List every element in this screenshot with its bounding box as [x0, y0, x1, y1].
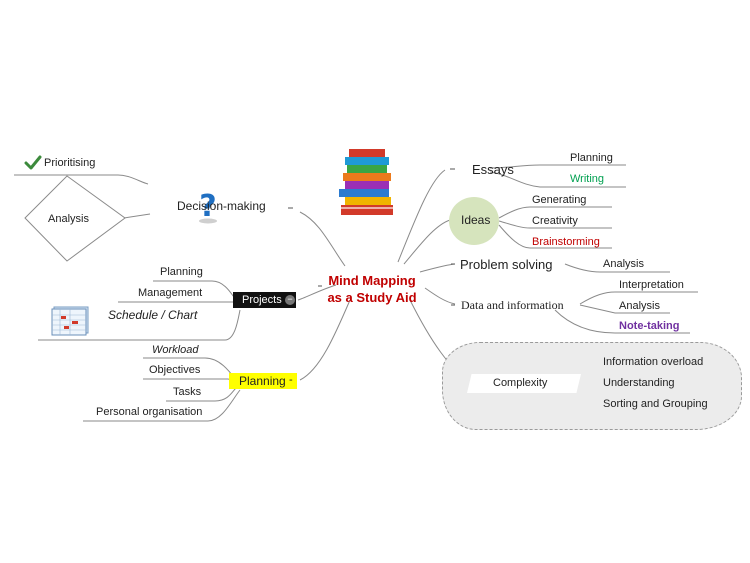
topic-planning[interactable]: Planning [229, 373, 297, 389]
subtopic-prioritising[interactable]: Prioritising [44, 157, 96, 169]
subtopic-writing[interactable]: Writing [570, 173, 605, 185]
subtopic-problem-analysis[interactable]: Analysis [603, 258, 644, 270]
subtopic-projects-management[interactable]: Management [138, 287, 203, 299]
subtopic-interpretation[interactable]: Interpretation [619, 279, 684, 291]
subtopic-essays-planning[interactable]: Planning [570, 152, 613, 164]
central-topic[interactable]: Mind Mapping as a Study Aid [316, 272, 428, 306]
subtopic-brainstorming[interactable]: Brainstorming [532, 236, 600, 248]
topic-complexity[interactable]: Complexity [493, 377, 548, 389]
svg-text:?: ? [199, 190, 216, 224]
subtopic-note-taking[interactable]: Note-taking [619, 320, 680, 332]
subtopic-understanding[interactable]: Understanding [603, 377, 675, 389]
spreadsheet-icon [51, 306, 89, 336]
topic-decision-making[interactable]: Decision-making [177, 199, 266, 213]
checkmark-icon [24, 155, 42, 170]
subtopic-analysis[interactable]: Analysis [48, 213, 89, 225]
topic-problem-solving[interactable]: Problem solving [460, 257, 553, 272]
topic-essays[interactable]: Essays [472, 162, 514, 177]
collapse-toggle-projects[interactable]: − [285, 295, 295, 305]
subtopic-sorting-and-grouping[interactable]: Sorting and Grouping [603, 398, 708, 410]
subtopic-workload[interactable]: Workload [152, 344, 199, 356]
subtopic-information-overload[interactable]: Information overload [603, 356, 704, 368]
subtopic-objectives[interactable]: Objectives [149, 364, 201, 376]
topic-projects[interactable]: Projects [233, 292, 296, 308]
ideas-bubble [449, 197, 499, 245]
topic-planning-label: Planning [239, 374, 286, 388]
question-mark-icon: ? [199, 190, 217, 224]
subtopic-data-analysis[interactable]: Analysis [619, 300, 660, 312]
subtopic-creativity[interactable]: Creativity [532, 215, 578, 227]
topic-ideas[interactable]: Ideas [461, 213, 491, 227]
subtopic-schedule-chart[interactable]: Schedule / Chart [108, 308, 198, 322]
subtopic-projects-planning[interactable]: Planning [160, 266, 203, 278]
central-topic-line2: as a Study Aid [327, 290, 417, 305]
subtopic-personal-organisation[interactable]: Personal organisation [96, 406, 203, 418]
complexity-card [467, 374, 581, 393]
topic-projects-label: Projects [242, 294, 282, 306]
books-stack-icon [339, 149, 393, 215]
subtopic-generating[interactable]: Generating [532, 194, 587, 206]
central-topic-line1: Mind Mapping [328, 273, 416, 288]
subtopic-tasks[interactable]: Tasks [173, 386, 202, 398]
topic-data-and-information[interactable]: Data and information [461, 298, 564, 312]
dash-marker: - [289, 374, 293, 386]
